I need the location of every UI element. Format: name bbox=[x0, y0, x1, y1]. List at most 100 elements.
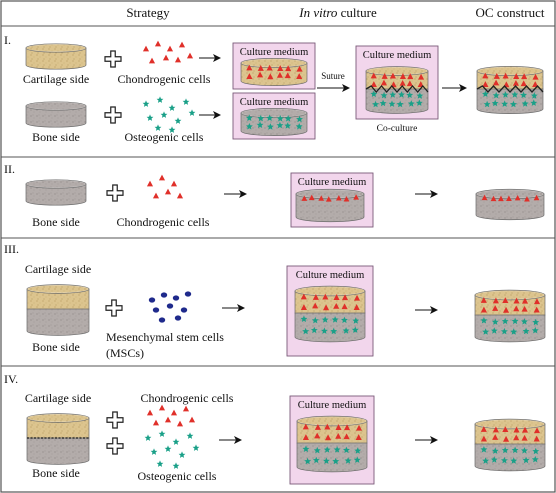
star-cell-icon bbox=[491, 318, 499, 325]
star-cell-icon bbox=[480, 446, 488, 453]
triangle-cell-icon bbox=[482, 72, 489, 79]
plus-icon bbox=[105, 299, 123, 317]
triangle-cell-icon bbox=[480, 426, 487, 432]
triangle-cell-icon bbox=[418, 73, 425, 80]
triangle-cell-icon bbox=[257, 65, 264, 71]
row1-coculture-construct-top bbox=[365, 66, 429, 76]
star-cell-icon bbox=[332, 457, 340, 465]
row1-cartilage-construct-top-rim bbox=[241, 58, 307, 68]
triangle-cell-icon bbox=[312, 302, 319, 309]
triangle-cell-icon bbox=[503, 435, 510, 442]
triangle-cell-icon bbox=[162, 54, 170, 61]
triangle-cell-icon bbox=[532, 73, 539, 80]
star-cell-icon bbox=[168, 104, 176, 111]
triangle-cell-icon bbox=[323, 304, 330, 311]
row1-bone-construct-top-rim bbox=[241, 108, 307, 118]
star-cell-icon bbox=[398, 91, 405, 98]
row1-chondro-label: Chondrogenic cells bbox=[118, 72, 211, 86]
triangle-cell-icon bbox=[533, 194, 540, 201]
triangle-cell-icon bbox=[490, 195, 497, 202]
triangle-cell-icon bbox=[308, 194, 315, 201]
row4-oc-construct bbox=[474, 418, 546, 472]
row1-cartilage-scaffold-top-rim bbox=[26, 44, 86, 52]
star-cell-icon bbox=[182, 98, 190, 105]
star-cell-icon bbox=[144, 434, 152, 441]
star-cell-icon bbox=[532, 447, 540, 455]
row1-cartilage-scaffold-layer-0 bbox=[25, 47, 87, 70]
star-cell-icon bbox=[321, 316, 329, 323]
header-in-vitro-culture: In vitro culture bbox=[298, 5, 377, 20]
row2-bone-label: Bone side bbox=[32, 215, 80, 229]
star-cell-icon bbox=[511, 446, 519, 454]
row1-osteo-label: Osteogenic cells bbox=[125, 130, 204, 144]
triangle-cell-icon bbox=[513, 434, 520, 441]
plus-icon bbox=[104, 106, 122, 124]
msc-dot-icon bbox=[148, 297, 156, 303]
row1-bone-scaffold bbox=[25, 101, 87, 128]
star-cell-icon bbox=[295, 123, 303, 130]
row1-oc-construct-layer-1 bbox=[476, 88, 544, 114]
triangle-cell-icon bbox=[325, 196, 332, 202]
row4-construct-top bbox=[296, 415, 368, 427]
triangle-cell-icon bbox=[521, 73, 528, 80]
row1-cartilage-construct-top bbox=[240, 58, 308, 68]
row1-cartilage-construct bbox=[240, 58, 308, 86]
msc-dot-icon bbox=[152, 307, 160, 313]
triangle-cell-icon bbox=[482, 81, 489, 87]
triangle-cell-icon bbox=[493, 73, 500, 79]
row4-construct bbox=[296, 415, 368, 473]
star-cell-icon bbox=[142, 100, 150, 107]
row3-construct-top-rim bbox=[295, 286, 365, 296]
plus-icon bbox=[104, 50, 122, 68]
row1-cartilage-label: Cartilage side bbox=[23, 72, 89, 86]
triangle-cell-icon bbox=[521, 305, 528, 312]
triangle-cell-icon bbox=[186, 52, 194, 59]
row2-oc-construct-top bbox=[475, 188, 545, 200]
star-cell-icon bbox=[372, 100, 379, 108]
triangle-cell-icon bbox=[314, 424, 321, 430]
triangle-cell-icon bbox=[300, 293, 307, 300]
star-cell-icon bbox=[276, 115, 284, 122]
triangle-cell-icon bbox=[480, 297, 487, 303]
star-cell-icon bbox=[353, 456, 361, 463]
star-cell-icon bbox=[312, 456, 320, 464]
row4-oc-construct-top-rim bbox=[475, 419, 545, 429]
triangle-cell-icon bbox=[285, 65, 292, 72]
star-cell-icon bbox=[482, 457, 490, 464]
triangle-cell-icon bbox=[492, 434, 499, 440]
triangle-cell-icon bbox=[502, 72, 509, 79]
star-cell-icon bbox=[490, 327, 498, 334]
star-cell-icon bbox=[302, 327, 310, 335]
star-cell-icon bbox=[490, 456, 498, 463]
row3-bilayer-scaffold-top bbox=[26, 284, 90, 294]
triangle-cell-icon bbox=[389, 72, 396, 79]
star-cell-icon bbox=[510, 457, 518, 464]
row4-construct-layer-1 bbox=[296, 442, 368, 473]
triangle-cell-icon bbox=[312, 294, 319, 300]
row1-bone-construct-top bbox=[240, 108, 308, 118]
row2-bone-scaffold-top bbox=[25, 179, 87, 189]
star-cell-icon bbox=[331, 316, 339, 323]
star-cell-icon bbox=[491, 99, 499, 107]
row1-bone-scaffold-top bbox=[25, 101, 87, 111]
star-cell-icon bbox=[164, 445, 172, 452]
triangle-cell-icon bbox=[296, 73, 303, 79]
triangle-cell-icon bbox=[267, 73, 274, 80]
star-cell-icon bbox=[491, 447, 499, 454]
row3-oc-construct-layer-1 bbox=[474, 314, 546, 343]
row4-medium-box-label: Culture medium bbox=[298, 400, 367, 411]
row1-cartilage-construct-layer-0 bbox=[240, 62, 308, 86]
msc-dot-icon bbox=[174, 315, 182, 321]
star-cell-icon bbox=[511, 91, 519, 98]
triangle-cell-icon bbox=[355, 434, 362, 440]
star-cell-icon bbox=[531, 326, 539, 334]
triangle-cell-icon bbox=[178, 41, 186, 48]
row3-bilayer-scaffold-top-rim bbox=[27, 285, 89, 293]
triangle-cell-icon bbox=[333, 303, 340, 309]
row3-bone-label: Bone side bbox=[32, 340, 80, 354]
triangle-cell-icon bbox=[146, 409, 154, 416]
triangle-cell-icon bbox=[513, 426, 520, 433]
star-cell-icon bbox=[380, 91, 388, 99]
